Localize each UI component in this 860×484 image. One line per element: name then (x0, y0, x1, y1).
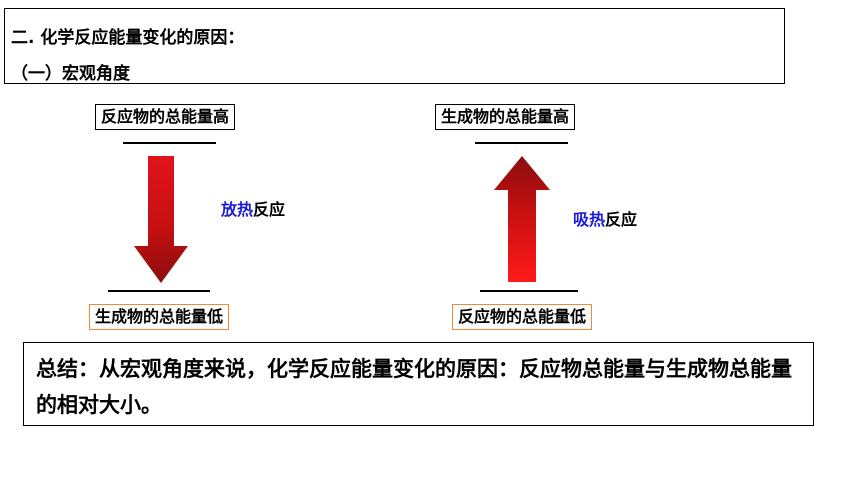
exothermic-reaction-label: 放热反应 (221, 196, 285, 220)
summary-box: 总结：从宏观角度来说，化学反应能量变化的原因：反应物总能量与生成物总能量的相对大… (23, 342, 814, 426)
left-bottom-label: 生成物的总能量低 (89, 304, 230, 330)
right-top-level-line (475, 142, 568, 144)
endothermic-reaction-label: 吸热反应 (573, 206, 637, 230)
endothermic-keyword: 吸热 (573, 210, 606, 229)
summary-text: 总结：从宏观角度来说，化学反应能量变化的原因：反应物总能量与生成物总能量的相对大… (36, 357, 792, 417)
section-title: 二. 化学反应能量变化的原因： (11, 28, 245, 48)
right-bottom-label: 反应物的总能量低 (452, 304, 593, 330)
section-subtitle: （一）宏观角度 (11, 64, 130, 84)
reaction-word: 反应 (605, 210, 638, 229)
down-arrow-icon (134, 156, 188, 283)
left-bottom-level-line (108, 290, 210, 292)
reaction-word: 反应 (253, 200, 286, 219)
section-header: 二. 化学反应能量变化的原因： （一）宏观角度 (4, 8, 785, 84)
left-top-label: 反应物的总能量高 (95, 104, 236, 130)
right-top-label: 生成物的总能量高 (435, 104, 576, 130)
up-arrow-icon (494, 156, 550, 282)
exothermic-keyword: 放热 (221, 200, 254, 219)
right-bottom-level-line (480, 290, 578, 292)
left-top-level-line (123, 142, 216, 144)
